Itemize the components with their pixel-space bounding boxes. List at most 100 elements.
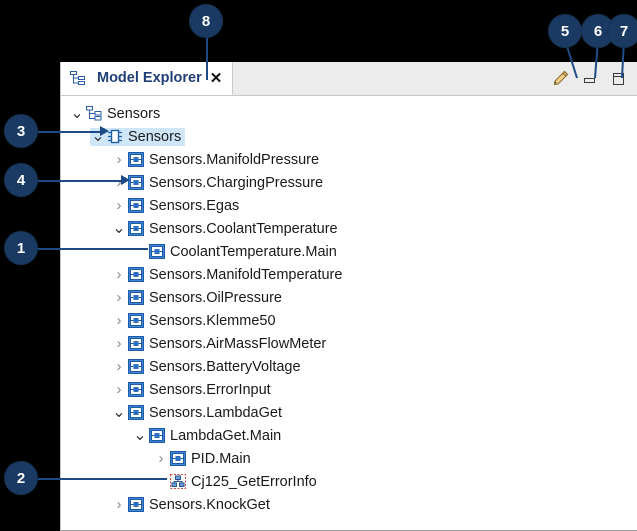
chevron-down-icon[interactable]: ⌄ — [70, 104, 84, 122]
callout-1-leader — [36, 248, 148, 250]
tree-item-label: CoolantTemperature.Main — [170, 243, 337, 260]
callout-badge-1[interactable]: 1 — [4, 231, 38, 265]
tree-item-label: Sensors.BatteryVoltage — [149, 358, 301, 375]
callout-badge-4[interactable]: 4 — [4, 163, 38, 197]
tree-row[interactable]: ⌄Sensors — [61, 125, 637, 148]
tree-item-label: Sensors.ManifoldPressure — [149, 151, 320, 168]
tree-item-label: Sensors.LambdaGet — [149, 404, 282, 421]
tree-item-label: Sensors.ManifoldTemperature — [149, 266, 343, 283]
pencil-icon[interactable] — [551, 70, 569, 88]
tree-row-content[interactable]: Cj125_GetErrorInfo — [153, 474, 317, 490]
tab-strip: Model Explorer ✕ — [61, 62, 637, 96]
model-tree[interactable]: ⌄Sensors⌄Sensors›Sensors.ManifoldPressur… — [61, 96, 637, 529]
chevron-right-icon[interactable]: › — [116, 174, 122, 191]
callout-3-arrow — [100, 126, 109, 136]
close-icon[interactable]: ✕ — [209, 69, 223, 87]
tree-row-content[interactable]: CoolantTemperature.Main — [132, 244, 337, 260]
tree-row[interactable]: ›Sensors.Klemme50 — [61, 309, 637, 332]
chevron-right-icon[interactable]: › — [116, 289, 122, 306]
subsystem-icon — [127, 313, 144, 329]
tree-row[interactable]: ⌄ Sensors.CoolantTemperature — [61, 217, 637, 240]
tree-row-content[interactable]: › Sensors.ChargingPressure — [111, 174, 324, 191]
chevron-right-icon[interactable]: › — [116, 197, 122, 214]
tree-item-label: Sensors.ChargingPressure — [149, 174, 324, 191]
chevron-down-icon[interactable]: ⌄ — [112, 219, 126, 237]
tree-row[interactable]: › Sensors.ManifoldPressure — [61, 148, 637, 171]
chevron-down-icon[interactable]: ⌄ — [133, 426, 147, 444]
tree-item-label: Cj125_GetErrorInfo — [191, 473, 317, 490]
callout-8-leader — [206, 38, 208, 80]
tree-row-content[interactable]: › Sensors.OilPressure — [111, 289, 282, 306]
tree-row[interactable]: ›Sensors.ErrorInput — [61, 378, 637, 401]
page-title: Model Explorer — [97, 70, 202, 86]
tab-strip-filler — [233, 62, 551, 95]
tree-row[interactable]: ›Sensors.AirMassFlowMeter — [61, 332, 637, 355]
tree-row-content[interactable]: ⌄ Sensors.CoolantTemperature — [111, 219, 338, 237]
tree-row[interactable]: › Sensors.Egas — [61, 194, 637, 217]
subsystem-icon — [127, 405, 144, 421]
tree-row[interactable]: Cj125_GetErrorInfo — [61, 470, 637, 493]
chevron-down-icon[interactable]: ⌄ — [112, 403, 126, 421]
tree-row-content[interactable]: ›Sensors.Klemme50 — [111, 312, 276, 329]
tree-row[interactable]: › Sensors.ManifoldTemperature — [61, 263, 637, 286]
tree-row-content[interactable]: › Sensors.Egas — [111, 197, 240, 214]
callout-4-arrow — [121, 175, 130, 185]
tree-row-content[interactable]: › Sensors.ManifoldTemperature — [111, 266, 343, 283]
tree-row[interactable]: › Sensors.OilPressure — [61, 286, 637, 309]
tree-row-content[interactable]: ⌄LambdaGet.Main — [132, 426, 281, 444]
subsystem-icon — [127, 198, 144, 214]
minimize-icon[interactable] — [580, 70, 598, 88]
subsystem-icon — [169, 451, 186, 467]
subsystem-icon — [127, 290, 144, 306]
model-explorer-panel: Model Explorer ✕ — [60, 62, 637, 531]
tree-row-content[interactable]: › PID.Main — [153, 450, 251, 467]
callout-badge-7[interactable]: 7 — [607, 14, 637, 48]
callout-4-leader — [36, 180, 125, 182]
tree-row-content[interactable]: ⌄Sensors — [69, 104, 160, 122]
callout-badge-8[interactable]: 8 — [189, 4, 223, 38]
tree-item-label: PID.Main — [191, 450, 251, 467]
tree-row-content[interactable]: › Sensors.ManifoldPressure — [111, 151, 320, 168]
tree-row[interactable]: ⌄ Sensors.LambdaGet — [61, 401, 637, 424]
tree-item-label: Sensors.OilPressure — [149, 289, 282, 306]
tree-item-label: Sensors — [128, 128, 182, 145]
subsystem-icon — [127, 175, 144, 191]
panel-toolbar — [551, 62, 637, 95]
tree-item-label: Sensors.CoolantTemperature — [149, 220, 338, 237]
chevron-right-icon[interactable]: › — [116, 358, 122, 375]
tree-row-content[interactable]: ›Sensors.ErrorInput — [111, 381, 271, 398]
tree-item-label: Sensors.Egas — [149, 197, 240, 214]
tree-row[interactable]: › Sensors.BatteryVoltage — [61, 355, 637, 378]
subsystem-icon — [127, 221, 144, 237]
chip-block-icon — [106, 129, 123, 145]
callout-badge-5[interactable]: 5 — [548, 14, 582, 48]
subsystem-icon — [127, 267, 144, 283]
chevron-right-icon[interactable]: › — [158, 450, 164, 467]
chevron-right-icon[interactable]: › — [116, 335, 122, 352]
tree-row-content[interactable]: › Sensors.BatteryVoltage — [111, 358, 301, 375]
callout-badge-3[interactable]: 3 — [4, 114, 38, 148]
subsystem-icon — [148, 428, 165, 444]
tree-row[interactable]: › PID.Main — [61, 447, 637, 470]
model-hierarchy-icon — [85, 106, 102, 122]
chevron-right-icon[interactable]: › — [116, 151, 122, 168]
chevron-right-icon[interactable]: › — [116, 496, 122, 513]
chevron-right-icon[interactable]: › — [116, 312, 122, 329]
tree-row[interactable]: › Sensors.KnockGet — [61, 493, 637, 516]
callout-3-leader — [36, 131, 104, 133]
tree-row[interactable]: ⌄Sensors — [61, 102, 637, 125]
callout-567-leaders — [564, 39, 625, 79]
tree-row-content[interactable]: ›Sensors.AirMassFlowMeter — [111, 335, 327, 352]
tree-item-label: Sensors.KnockGet — [149, 496, 270, 513]
tree-row[interactable]: CoolantTemperature.Main — [61, 240, 637, 263]
tree-row[interactable]: › Sensors.ChargingPressure — [61, 171, 637, 194]
tree-row-content[interactable]: › Sensors.KnockGet — [111, 496, 270, 513]
tree-row[interactable]: ⌄LambdaGet.Main — [61, 424, 637, 447]
callout-badge-2[interactable]: 2 — [4, 461, 38, 495]
model-hierarchy-icon — [69, 70, 86, 86]
tab-model-explorer[interactable]: Model Explorer ✕ — [61, 62, 234, 95]
chevron-right-icon[interactable]: › — [116, 381, 122, 398]
subsystem-icon — [127, 497, 144, 513]
chevron-right-icon[interactable]: › — [116, 266, 122, 283]
tree-row-content[interactable]: ⌄ Sensors.LambdaGet — [111, 403, 282, 421]
